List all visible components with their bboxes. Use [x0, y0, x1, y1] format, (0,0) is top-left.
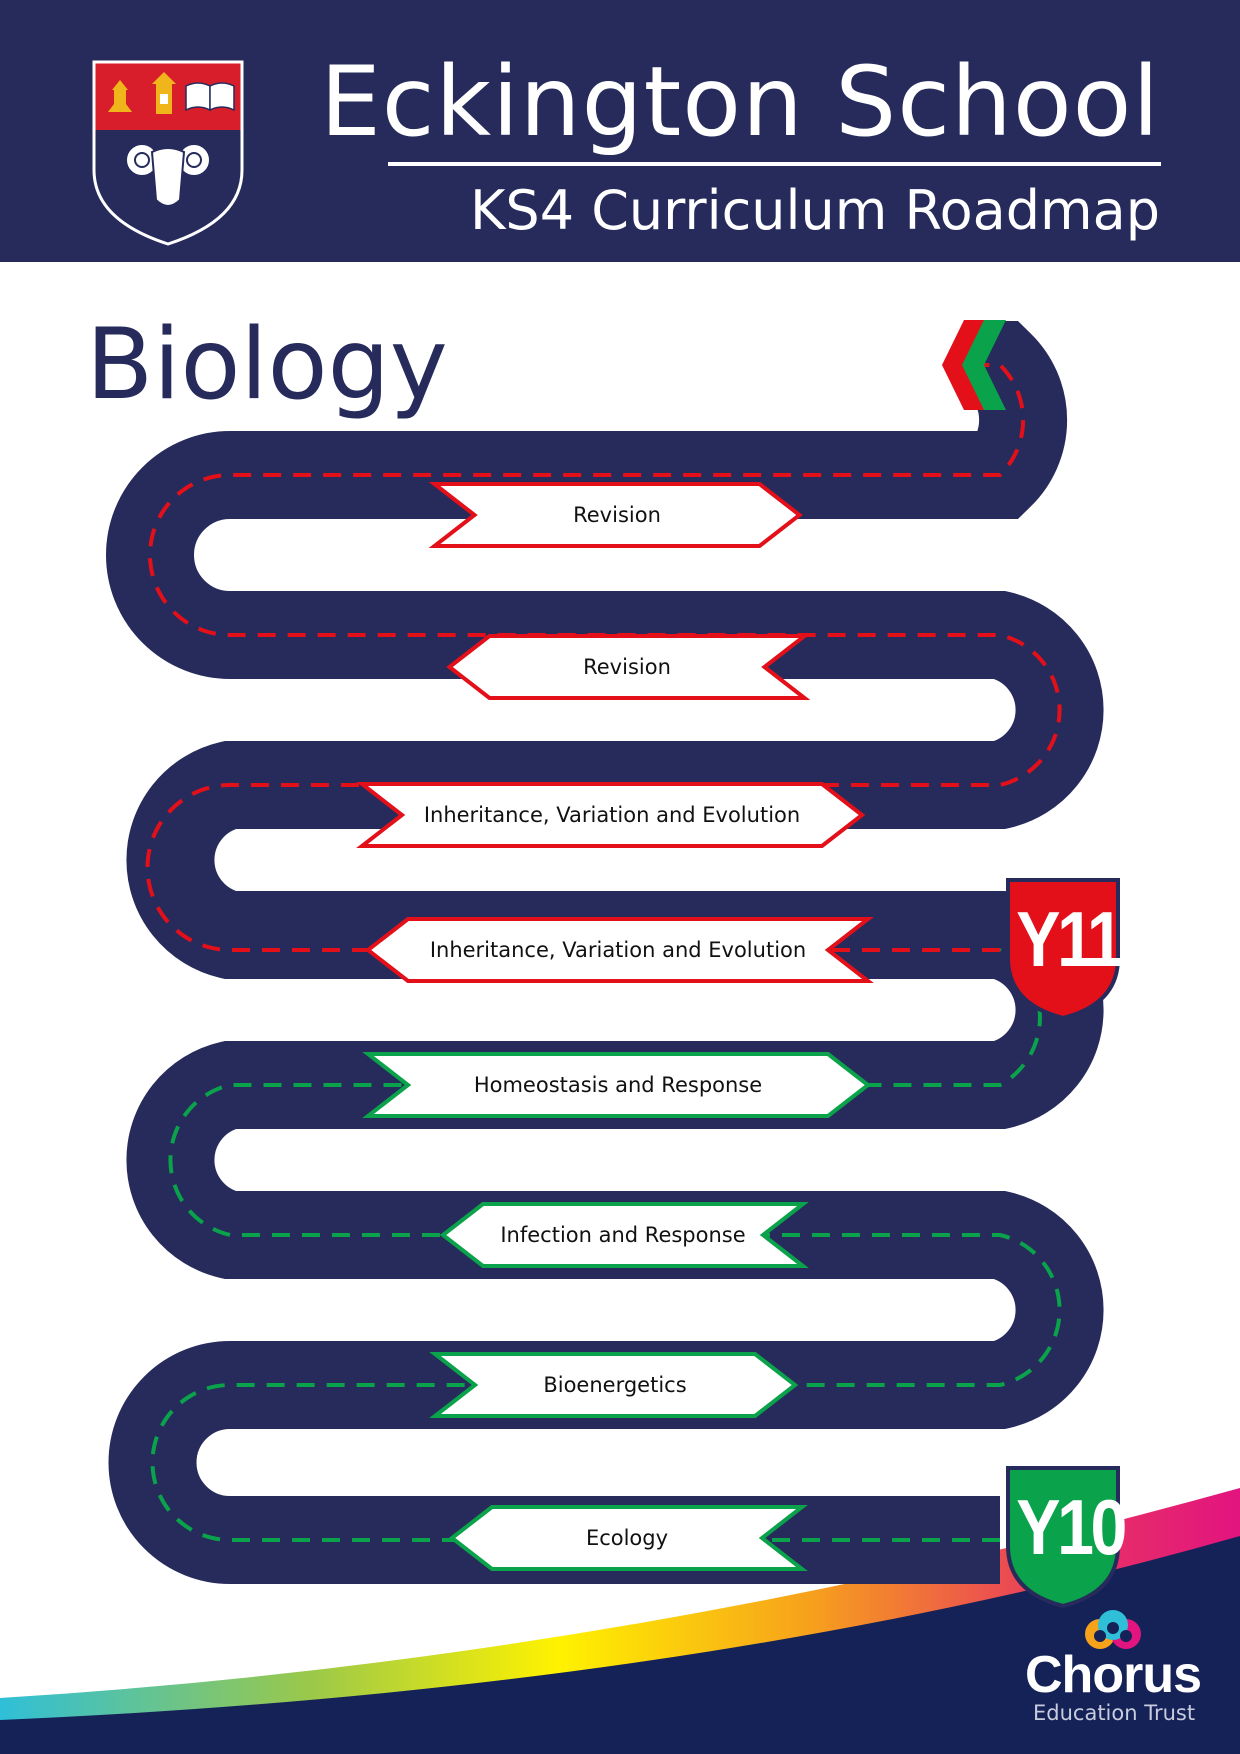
unit-box — [428, 482, 803, 548]
school-crest-icon — [92, 60, 244, 246]
header-banner: Eckington School KS4 Curriculum Roadmap — [0, 0, 1240, 262]
header-divider — [388, 162, 1161, 166]
unit-box — [364, 917, 874, 983]
trust-logo-name: Chorus — [1025, 1646, 1202, 1704]
y11-sign-label: Y11 — [1016, 895, 1124, 983]
unit-box — [446, 634, 811, 700]
unit-label: Revision — [573, 503, 661, 527]
y10-sign-shape — [1006, 1466, 1120, 1609]
unit-box — [439, 1202, 809, 1268]
unit-box — [356, 782, 866, 848]
subject-title: Biology — [86, 308, 448, 422]
unit-box — [362, 1052, 872, 1118]
unit-label: Bioenergetics — [543, 1373, 687, 1397]
unit-label: Inheritance, Variation and Evolution — [429, 938, 807, 962]
unit-box — [448, 1505, 808, 1571]
y10-centre-line — [150, 948, 1062, 1542]
unit-label: Revision — [583, 655, 671, 679]
y11-centre-line — [145, 363, 1062, 952]
page-subtitle: KS4 Curriculum Roadmap — [470, 179, 1160, 242]
school-name: Eckington School — [320, 46, 1160, 158]
unit-box — [429, 1352, 799, 1418]
unit-label: Homeostasis and Response — [473, 1073, 763, 1097]
trust-logo-subtitle: Education Trust — [1033, 1701, 1196, 1725]
unit-label: Ecology — [585, 1526, 669, 1550]
footer-swoosh — [0, 1488, 1240, 1754]
y11-sign-shape — [1006, 878, 1120, 1021]
finish-flag-icon — [942, 320, 1006, 410]
chorus-people-icon — [1085, 1610, 1141, 1649]
unit-label: Inheritance, Variation and Evolution — [423, 803, 801, 827]
unit-label: Infection and Response — [500, 1223, 746, 1247]
y10-sign-label: Y10 — [1016, 1483, 1127, 1571]
